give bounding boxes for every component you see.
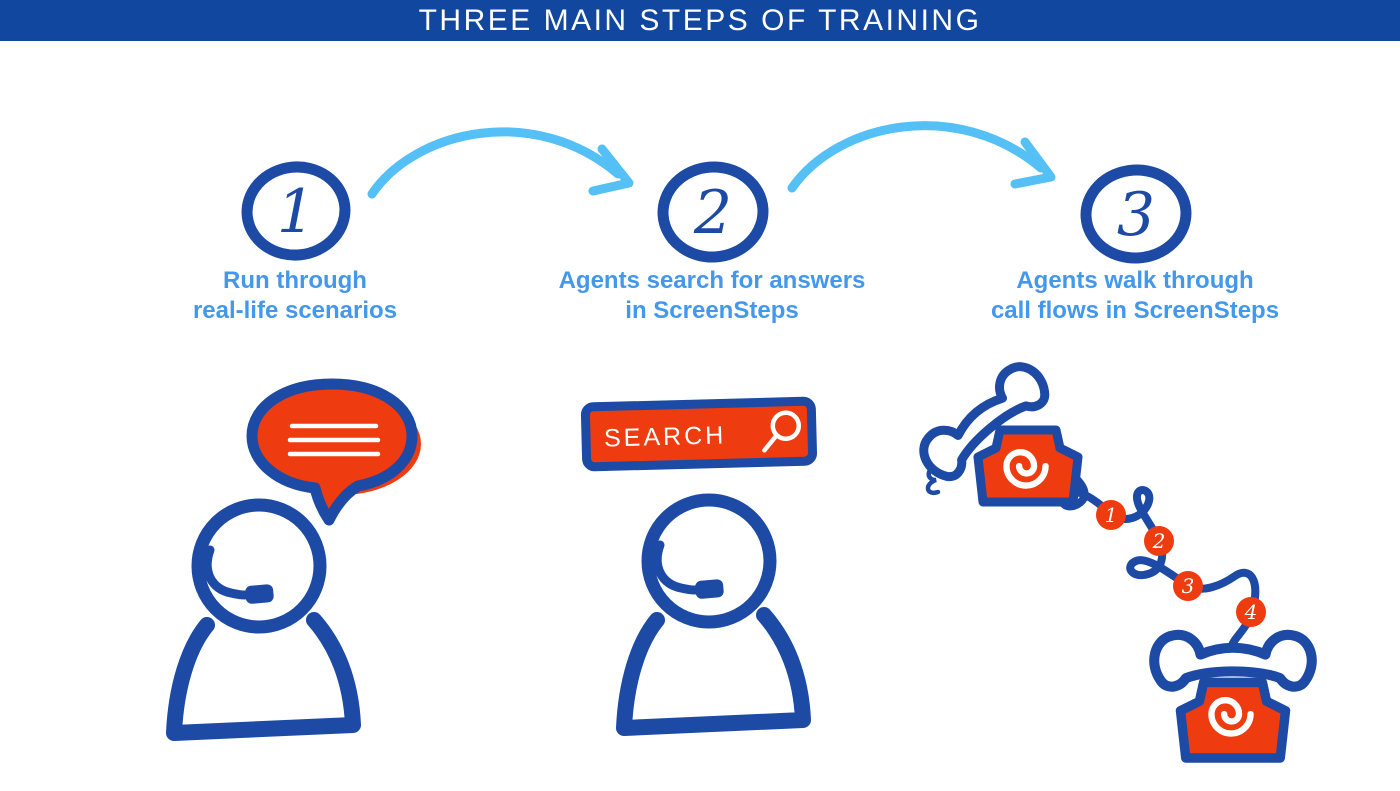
step-2-circle	[657, 161, 769, 263]
step-2-caption-line1: Agents search for answers	[558, 267, 866, 294]
step-3-caption-line1: Agents walk through	[1016, 267, 1254, 294]
step-2-caption: Agents search for answers in ScreenSteps	[502, 266, 922, 326]
agent-figure-1	[174, 505, 353, 733]
cord-step-marker-1: 1	[1096, 500, 1126, 530]
step-3-caption-line2: call flows in ScreenSteps	[990, 297, 1280, 324]
cord-step-marker-2: 2	[1144, 526, 1174, 556]
search-input	[580, 396, 818, 472]
cord-step-marker-4-number: 4	[1244, 600, 1258, 624]
arrow-step1-to-step2-icon	[367, 127, 634, 199]
step-1-number: 1	[277, 177, 315, 247]
step-1-caption-line2: real-life scenarios	[192, 297, 398, 324]
cord-step-marker-3-number: 3	[1182, 574, 1195, 598]
call-flow-illustration: 1 2 3 4	[915, 358, 1312, 758]
cord-step-marker-3: 3	[1173, 571, 1203, 601]
step-3-badge: 3	[1080, 164, 1192, 264]
step-2-badge: 2	[657, 161, 769, 263]
step-2-caption-line2: in ScreenSteps	[625, 297, 799, 324]
arrow-step2-to-step3-icon	[787, 121, 1056, 193]
speech-bubble-illustration	[246, 378, 421, 526]
step-3-caption: Agents walk through call flows in Screen…	[925, 266, 1345, 326]
agent-figure-2	[624, 500, 803, 728]
search-icon	[762, 410, 802, 453]
search-label: SEARCH	[604, 421, 727, 452]
step-1-badge: 1	[241, 161, 351, 261]
cord-step-marker-2-number: 2	[1152, 529, 1166, 553]
phone-off-hook-body	[978, 430, 1078, 502]
search-bar-illustration: SEARCH	[580, 396, 818, 472]
step-1-caption-line1: Run through	[223, 267, 367, 294]
title-bar: THREE MAIN STEPS OF TRAINING	[0, 0, 1400, 41]
step-1-circle	[241, 161, 351, 261]
step-2-number: 2	[693, 178, 732, 248]
speech-bubble-text-lines	[287, 423, 381, 457]
cord-step-marker-1-number: 1	[1105, 503, 1118, 527]
cord-step-marker-4: 4	[1236, 597, 1266, 627]
step-3-circle	[1080, 164, 1192, 264]
page-title: THREE MAIN STEPS OF TRAINING	[418, 4, 982, 37]
step-1-caption: Run through real-life scenarios	[85, 266, 505, 326]
step-3-number: 3	[1117, 180, 1155, 250]
